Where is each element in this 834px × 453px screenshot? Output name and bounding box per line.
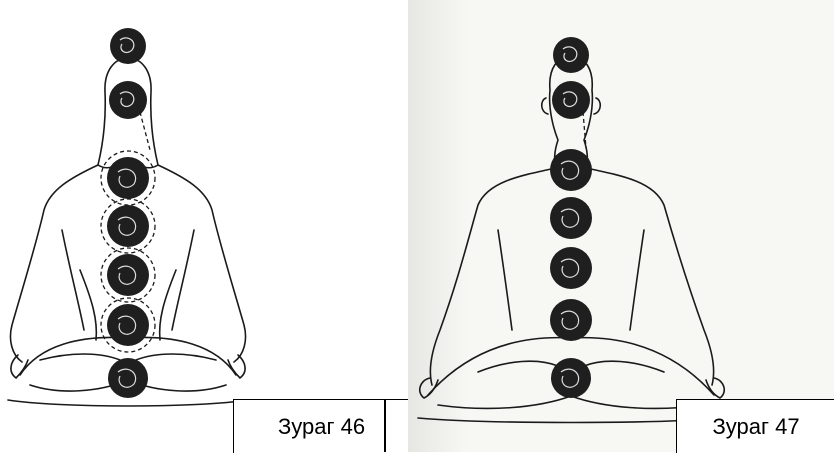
figure-panel-right: Зураг 47 (408, 0, 834, 452)
meditating-man-illustration (408, 0, 834, 452)
meditating-woman-illustration (0, 0, 408, 452)
figure-caption-47: Зураг 47 (676, 399, 834, 453)
figure-panel-left: Зураг 46 (0, 0, 408, 452)
figure-caption-46: Зураг 46 (233, 399, 409, 453)
caption-text: Зураг 47 (712, 414, 799, 440)
caption-text: Зураг 46 (278, 414, 365, 440)
divider-line (384, 399, 386, 452)
